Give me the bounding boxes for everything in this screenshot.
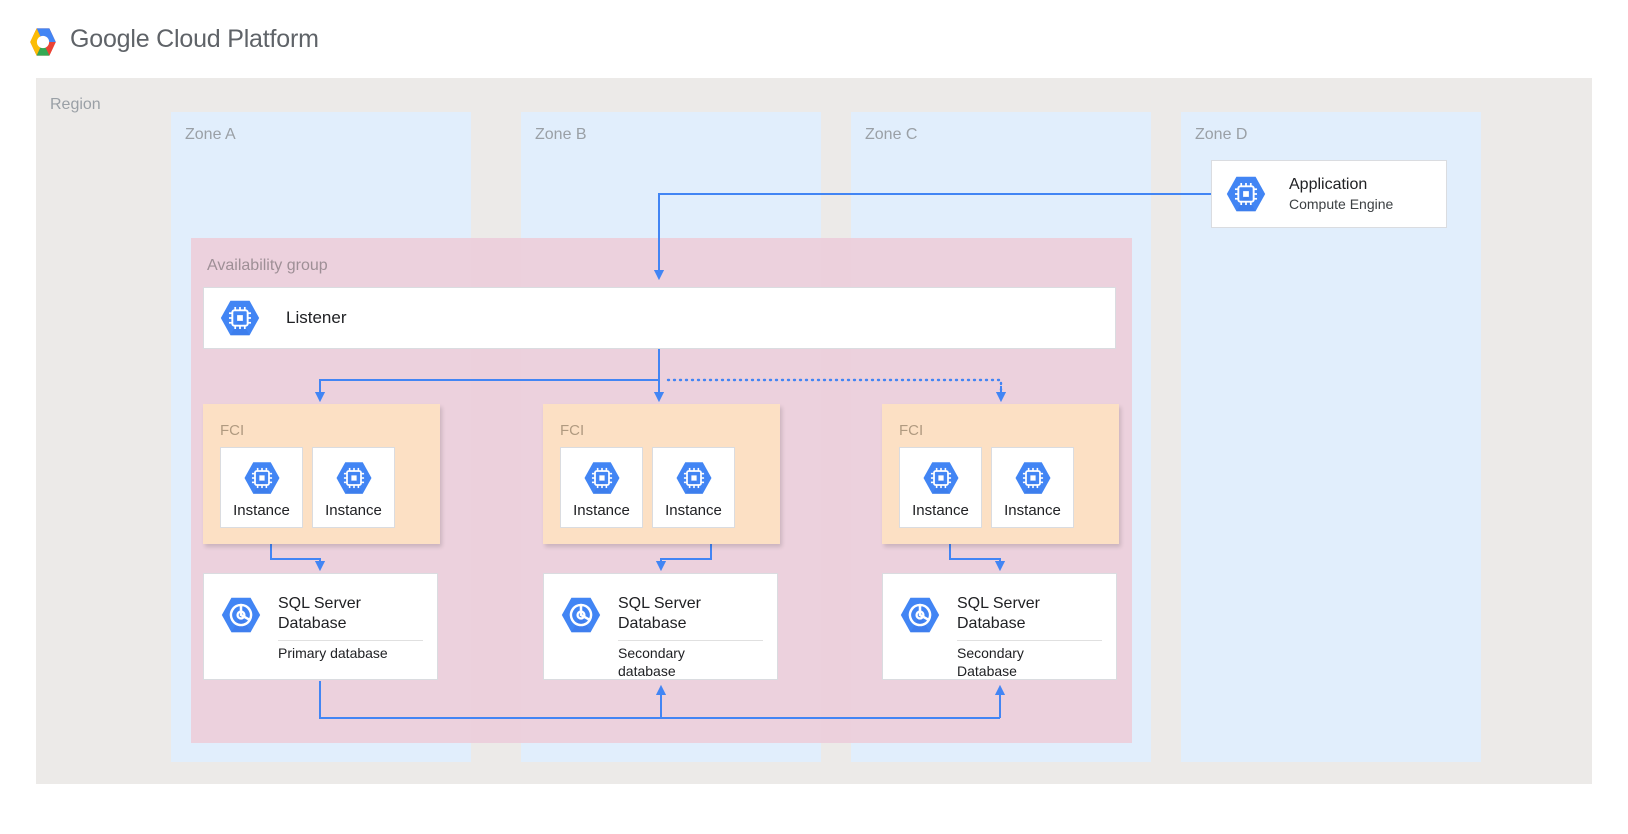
instance-card[interactable]: Instance bbox=[652, 447, 735, 528]
compute-engine-icon bbox=[1226, 176, 1266, 212]
instance-label: Instance bbox=[233, 501, 290, 519]
database-divider bbox=[618, 640, 763, 641]
application-box[interactable]: Application Compute Engine bbox=[1211, 160, 1447, 228]
compute-engine-icon bbox=[923, 461, 958, 494]
availability-group-label: Availability group bbox=[207, 257, 328, 274]
gcp-hexagon-logo-icon bbox=[30, 28, 56, 56]
database-box-secondary-c[interactable]: SQL Server Database Secondary Database bbox=[882, 573, 1117, 680]
instance-label: Instance bbox=[1004, 501, 1061, 519]
listener-label: Listener bbox=[286, 308, 347, 327]
compute-engine-icon bbox=[676, 461, 711, 494]
zone-d-label: Zone D bbox=[1195, 126, 1248, 143]
sql-server-database-icon bbox=[221, 597, 261, 633]
zone-c-label: Zone C bbox=[865, 126, 918, 143]
database-divider bbox=[957, 640, 1102, 641]
fci-block-zone-c: FCI Instance bbox=[882, 404, 1119, 544]
zone-a-label: Zone A bbox=[185, 126, 236, 143]
instance-card[interactable]: Instance bbox=[991, 447, 1074, 528]
compute-engine-icon bbox=[1015, 461, 1050, 494]
instance-label: Instance bbox=[325, 501, 382, 519]
instance-card[interactable]: Instance bbox=[220, 447, 303, 528]
fci-label: FCI bbox=[220, 422, 245, 439]
compute-engine-icon bbox=[244, 461, 279, 494]
sql-server-database-icon bbox=[900, 597, 940, 633]
sql-server-database-icon bbox=[561, 597, 601, 633]
compute-engine-icon bbox=[336, 461, 371, 494]
database-box-secondary-b[interactable]: SQL Server Database Secondary database bbox=[543, 573, 778, 680]
compute-engine-icon bbox=[220, 300, 260, 336]
instance-label: Instance bbox=[912, 501, 969, 519]
listener-box[interactable]: Listener bbox=[203, 287, 1116, 349]
application-title: Application bbox=[1289, 176, 1368, 194]
database-title: SQL Server Database bbox=[957, 595, 1040, 632]
instance-label: Instance bbox=[665, 501, 722, 519]
compute-engine-icon bbox=[584, 461, 619, 494]
fci-block-zone-b: FCI Instance bbox=[543, 404, 780, 544]
instance-card[interactable]: Instance bbox=[560, 447, 643, 528]
region-label: Region bbox=[50, 96, 101, 113]
application-subtitle: Compute Engine bbox=[1289, 195, 1394, 212]
database-caption: Secondary Database bbox=[957, 645, 1024, 679]
database-caption: Secondary database bbox=[618, 645, 685, 679]
database-caption: Primary database bbox=[278, 645, 388, 661]
brand-title: Google Cloud Platform bbox=[70, 25, 319, 53]
database-divider bbox=[278, 640, 423, 641]
fci-label: FCI bbox=[560, 422, 585, 439]
page-header: Google Cloud Platform bbox=[0, 0, 1628, 78]
instance-card[interactable]: Instance bbox=[899, 447, 982, 528]
zone-b-label: Zone B bbox=[535, 126, 587, 143]
instance-card[interactable]: Instance bbox=[312, 447, 395, 528]
instance-label: Instance bbox=[573, 501, 630, 519]
database-title: SQL Server Database bbox=[618, 595, 701, 632]
fci-label: FCI bbox=[899, 422, 924, 439]
fci-block-zone-a: FCI Instance bbox=[203, 404, 440, 544]
database-box-primary[interactable]: SQL Server Database Primary database bbox=[203, 573, 438, 680]
database-title: SQL Server Database bbox=[278, 595, 361, 632]
